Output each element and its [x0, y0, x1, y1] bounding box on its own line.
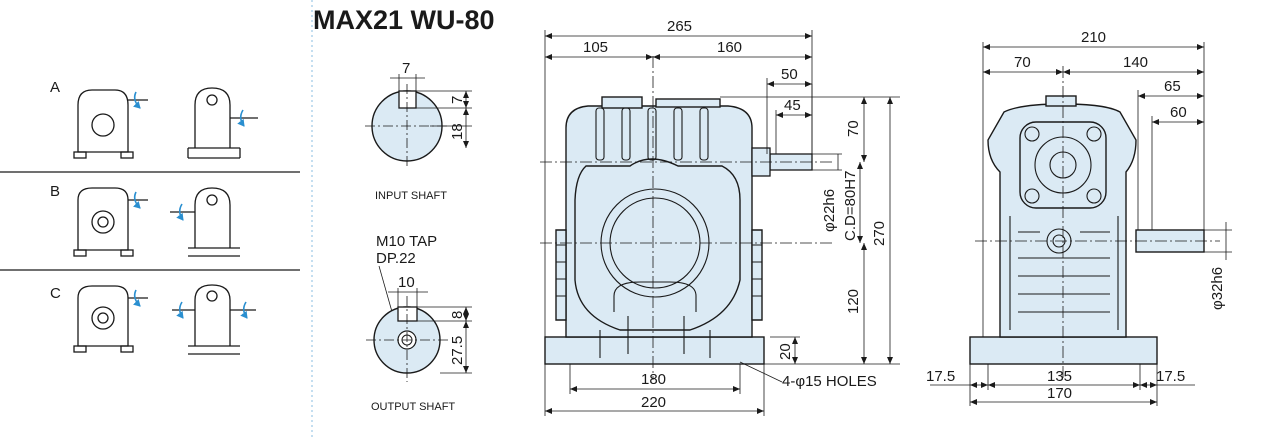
- front-overall-height: 270: [871, 221, 888, 246]
- side-hole-span: 135: [1047, 368, 1072, 385]
- output-key-depth: 8: [449, 311, 466, 319]
- rotation-arrow-icon: [132, 91, 141, 109]
- side-right-width: 140: [1123, 54, 1148, 71]
- mounting-b-front: [73, 187, 148, 257]
- mounting-label-a: A: [50, 79, 60, 96]
- front-holes-note: 4-φ15 HOLES: [782, 373, 877, 390]
- front-shaft-length-key: 45: [784, 97, 801, 114]
- front-right-width: 160: [717, 39, 742, 56]
- front-base-thickness: 20: [777, 343, 794, 360]
- input-shaft-caption: INPUT SHAFT: [375, 190, 447, 202]
- front-overall-width: 265: [667, 18, 692, 35]
- side-left-width: 70: [1014, 54, 1031, 71]
- front-center-distance: C.D=80H7: [842, 171, 859, 241]
- mounting-c-side: [172, 284, 256, 355]
- side-overall-width: 210: [1081, 29, 1106, 46]
- rotation-arrow-icon: [176, 203, 184, 221]
- output-shaft-caption: OUTPUT SHAFT: [371, 401, 455, 413]
- front-hole-span: 180: [641, 371, 666, 388]
- output-depth-label: DP.22: [376, 250, 416, 267]
- model-title: MAX21 WU-80: [313, 5, 495, 35]
- front-base-width: 220: [641, 394, 666, 411]
- mounting-b-side: [170, 187, 240, 257]
- rotation-arrow-icon: [176, 301, 248, 319]
- front-left-width: 105: [583, 39, 608, 56]
- output-key-width: 10: [398, 274, 415, 291]
- input-shaft-section: 7 7 18 INPUT SHAFT: [365, 60, 472, 202]
- mounting-a-front: [73, 89, 148, 159]
- mounting-panel: A B: [0, 0, 313, 438]
- front-top-to-center: 70: [845, 120, 862, 137]
- front-center-height: 120: [845, 289, 862, 314]
- side-shaft-diameter: φ32h6: [1209, 267, 1226, 310]
- side-base-margin-right: 17.5: [1156, 368, 1185, 385]
- output-center-to-key: 27.5: [449, 336, 466, 365]
- front-view: 265 105 160 50 45 70 φ22h6 C.D=80H7 270 …: [540, 18, 900, 416]
- side-base-margin-left: 17.5: [926, 368, 955, 385]
- output-keyway: [397, 306, 418, 322]
- side-view: 210 70 140 65 60 φ32h6 17.5 135 17.5 170: [926, 29, 1232, 406]
- rotation-arrow-icon: [132, 289, 141, 307]
- mounting-label-c: C: [50, 285, 61, 302]
- mounting-c-front: [73, 285, 148, 353]
- output-shaft-section: M10 TAP DP.22 10 8 27.5 OUTPUT SHAFT: [366, 233, 472, 413]
- side-base-width: 170: [1047, 385, 1072, 402]
- input-keyway: [398, 90, 417, 109]
- front-shaft-diameter: φ22h6: [821, 189, 838, 232]
- front-shaft-length-total: 50: [781, 66, 798, 83]
- rotation-arrow-icon: [132, 191, 141, 209]
- gearbox-front-body: [544, 96, 765, 365]
- input-center-to-key: 18: [449, 123, 466, 140]
- gearbox-side-body: [969, 95, 1205, 365]
- input-key-width: 7: [402, 60, 410, 77]
- input-key-depth: 7: [449, 96, 466, 104]
- side-shaft-length-total: 65: [1164, 78, 1181, 95]
- rotation-arrow-icon: [237, 109, 245, 127]
- mounting-a-side: [187, 87, 258, 159]
- side-shaft-length-key: 60: [1170, 104, 1187, 121]
- mounting-label-b: B: [50, 183, 60, 200]
- output-tap-label: M10 TAP: [376, 233, 437, 250]
